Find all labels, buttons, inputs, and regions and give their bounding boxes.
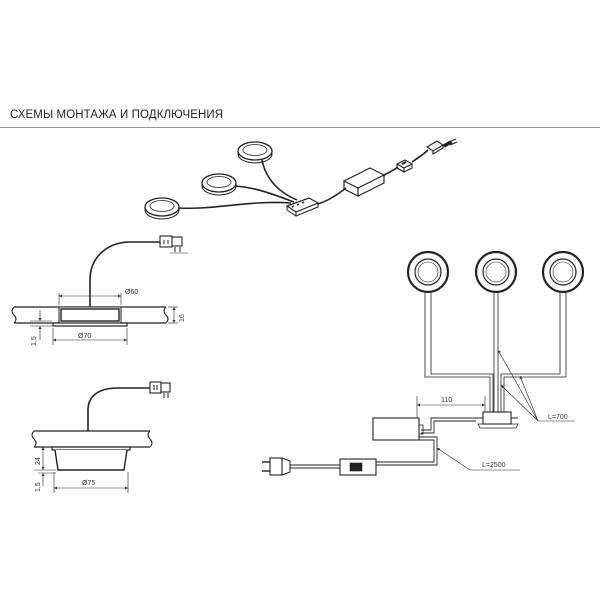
mains-plug-schematic [262,457,291,476]
lamp-front-2 [474,250,518,294]
dim-height: 16 [179,314,186,322]
distributor-block [285,197,320,217]
dim-outer-diameter-2: Ø75 [82,480,95,487]
lamp-front-1 [406,250,450,294]
dim-height-2: 24 [35,457,42,465]
mains-plug [425,138,458,155]
puck-lamp-left [144,197,180,220]
connector-2 [149,381,171,398]
puck-lamp-middle [201,173,237,196]
dim-cutout-diameter: Ø60 [125,289,138,296]
mounting-diagram-1 [11,235,188,345]
page-title: СХЕМЫ МОНТАЖА И ПОДКЛЮЧЕНИЯ [10,109,224,121]
lamp-cable-middle [235,185,295,203]
header-divider [0,127,600,128]
driver-output-cable [317,187,347,205]
driver-box [342,167,386,197]
dim-outer-diameter: Ø70 [78,333,91,340]
distributor-junction [476,411,519,429]
connector-1 [159,235,188,254]
puck-lamp-right [237,141,273,164]
lamp-cable-right [261,159,298,201]
mounting-diagram-2 [31,381,171,493]
mains-lead-length: L=2500 [482,462,506,469]
inline-switch [395,159,414,173]
dim-surface-2: 1,5 [35,482,42,492]
dim-surface: 1,5 [31,336,38,346]
kit-illustration [144,138,458,220]
lamp-front-3 [541,250,585,294]
lamp-lead-length: L=700 [548,414,568,421]
lamp-cable-left [178,201,292,210]
inline-switch-schematic [339,458,377,476]
driver-box-schematic [372,417,420,441]
driver-distance: 110 [441,397,452,404]
wiring-schematic [262,250,585,476]
